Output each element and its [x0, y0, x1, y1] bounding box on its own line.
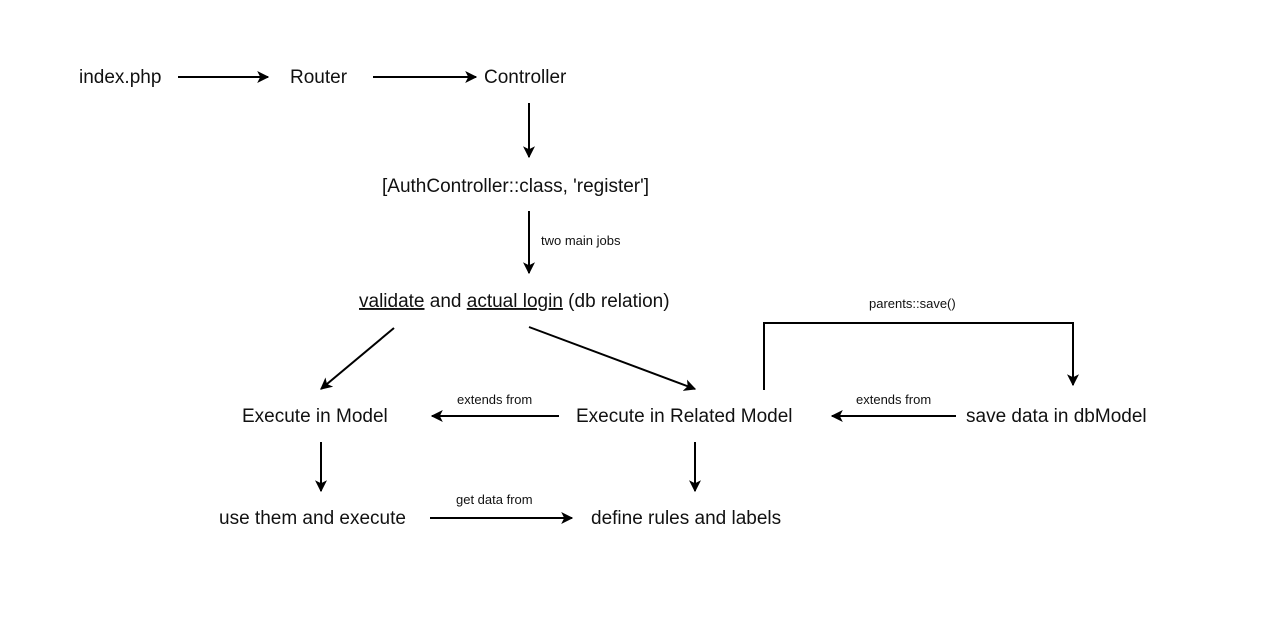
edge-login-to-exec-related-model [528, 326, 697, 391]
node-validate-and-login: validate and actual login (db relation) [359, 291, 670, 312]
label-get-data-from: get data from [456, 492, 533, 507]
node-index-php: index.php [79, 67, 161, 88]
node-execute-in-model: Execute in Model [242, 406, 388, 427]
actual-login-word: actual login [467, 291, 563, 312]
label-parents-save: parents::save() [869, 296, 956, 311]
edge-validate-to-exec-model [320, 327, 395, 390]
node-router: Router [290, 67, 348, 88]
db-relation-word: (db relation) [563, 291, 670, 312]
node-save-data-in-dbmodel: save data in dbModel [966, 406, 1147, 427]
node-use-them-and-execute: use them and execute [219, 508, 406, 529]
node-controller: Controller [484, 67, 567, 88]
node-execute-in-related-model: Execute in Related Model [576, 406, 793, 427]
validate-word: validate [359, 291, 425, 312]
node-auth-controller-call: [AuthController::class, 'register'] [382, 176, 649, 197]
label-extends-from-1: extends from [457, 392, 532, 407]
node-define-rules-and-labels: define rules and labels [591, 508, 781, 529]
edge-parents-save [763, 322, 1079, 390]
label-extends-from-2: extends from [856, 392, 931, 407]
and-word: and [425, 291, 467, 312]
label-two-main-jobs: two main jobs [541, 233, 621, 248]
